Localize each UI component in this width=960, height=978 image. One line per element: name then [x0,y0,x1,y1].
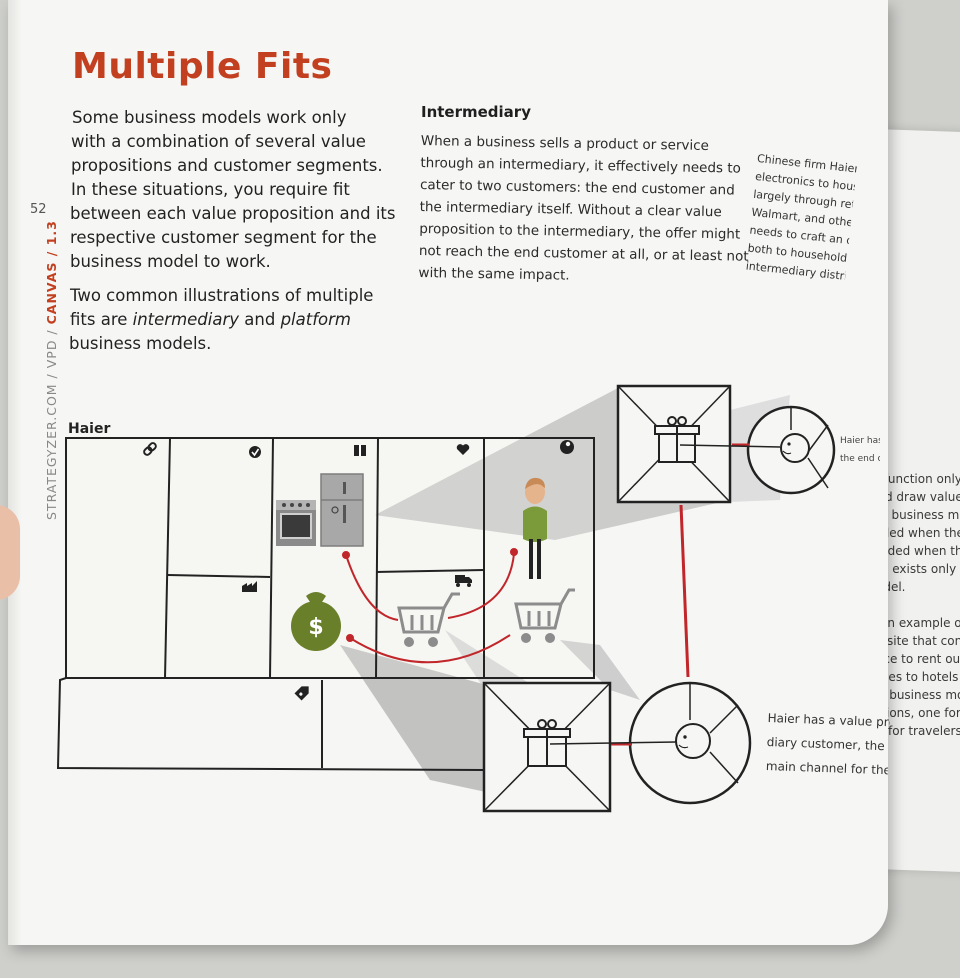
canvas-divider [375,437,379,679]
customer-profile-top [746,405,836,495]
factory-icon [242,581,257,592]
person-icon [523,477,547,579]
flow-arc [345,554,399,621]
stove-icon [276,500,316,546]
fit-line [679,444,781,448]
canvas-bottom-frame [56,677,485,771]
intermediary-heading: Intermediary [421,103,531,121]
next-page-line: tisided when th [870,544,960,558]
next-page-line: ns function only w [866,472,960,486]
paragraph-line: business models. [69,334,212,353]
intro-line: propositions and customer segments. [71,156,383,175]
diagram-label: Haier [68,421,111,437]
user-icon [560,440,574,454]
diagram-caption-small: Haier has the end c [840,432,880,468]
finger [0,505,20,600]
next-page-line: rm exists only w [872,562,960,576]
canvas-divider [376,569,485,573]
shopping-cart-icon [397,592,460,647]
next-page-line: ives to hotels [878,670,959,684]
canvas-divider [167,574,271,578]
link-icon [143,442,157,456]
wedge-bottom-right [560,640,640,700]
paragraph-line: Two common illustrations of multiple [70,286,374,305]
check-icon [249,446,261,458]
gift-icon [354,445,366,456]
next-page-line: and draw value [870,490,960,504]
fit-line [549,741,677,745]
page-title: Multiple Fits [72,46,333,87]
intro-line: with a combination of several value [71,132,366,151]
text-line: the end c [840,454,880,464]
text-line: main channel for the end cust [765,758,890,779]
intro-line: business model to work. [70,252,271,271]
flow-arcs [342,548,518,664]
next-page-line: ions, one for [886,706,960,720]
connectors [611,443,749,746]
wedge-bottom-mid [445,630,540,690]
next-page-line: ent business mod [868,508,960,522]
page-number: 52 [30,202,47,217]
fridge-icon [320,473,364,547]
connector [679,504,690,678]
next-page-line: sided when there [872,526,960,540]
diagram-caption: Haier has a value proposition diary cust… [765,706,890,782]
flow-arc [447,553,515,619]
heart-icon [456,444,470,455]
price-symbol: $ [308,615,323,640]
canvas-divider [164,437,171,679]
wedge-bottom-left [340,645,505,795]
intro-line: respective customer segment for the [70,228,377,247]
intermediary-term: intermediary [132,310,240,329]
gift-icon [523,719,571,767]
intro-line: Some business models work only [72,108,347,127]
canvas-divider [269,437,274,679]
intro-line: In these situations, you require fit [71,180,350,199]
intro-line: between each value proposition and its [70,204,396,223]
paragraph-line: fits are intermediary and platform [70,310,351,329]
text-line: Haier has [840,436,880,446]
next-page-line: ace to rent ou [876,652,960,666]
next-page-line: for travelers [888,724,960,738]
next-page-line: ebsite that con [872,634,960,648]
tag-icon [294,686,309,701]
page-edge [8,0,22,945]
flow-arc [349,634,511,664]
platform-term: platform [280,310,351,329]
value-map-top [616,384,732,504]
truck-icon [455,575,472,587]
value-map-bottom [482,681,612,813]
next-page-line: e business mo [878,688,960,702]
money-bag-icon: $ [291,592,341,651]
next-page-line: s an example o [870,616,960,630]
shopping-cart-icon [514,588,575,643]
